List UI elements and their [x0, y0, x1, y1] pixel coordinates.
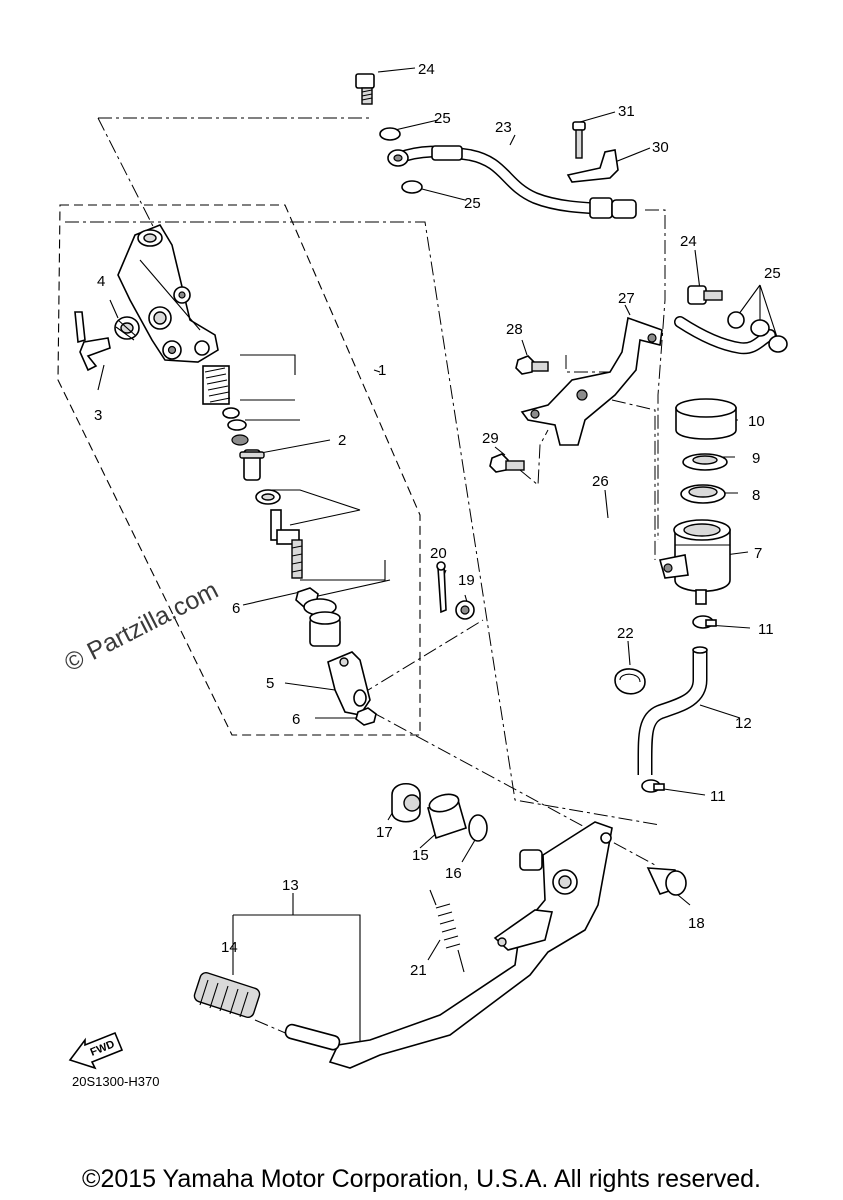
- union-bolt-24a[interactable]: [355, 73, 375, 105]
- callout-1: 1: [378, 362, 386, 379]
- return-spring-21[interactable]: [429, 889, 465, 973]
- copper-washer-25c[interactable]: [727, 311, 745, 329]
- hose-clip-11a[interactable]: [692, 615, 717, 629]
- callout-31: 31: [618, 103, 635, 120]
- callout-6b: 6: [292, 711, 300, 728]
- piston-kit[interactable]: [202, 365, 303, 579]
- reservoir-diaphragm[interactable]: [680, 484, 726, 504]
- callout-5: 5: [266, 675, 274, 692]
- assembly-1-dashed-outline: [57, 204, 421, 736]
- reservoir-bracket[interactable]: [520, 316, 663, 446]
- plain-washer-19[interactable]: [455, 600, 475, 620]
- brake-hose-lower[interactable]: [674, 316, 776, 355]
- cotter-pin[interactable]: [436, 561, 447, 614]
- callout-15: 15: [412, 847, 429, 864]
- callout-6a: 6: [232, 600, 240, 617]
- hose-clip-11b[interactable]: [641, 779, 665, 793]
- callout-19: 19: [458, 572, 475, 589]
- callout-24a: 24: [418, 61, 435, 78]
- callout-27: 27: [618, 290, 635, 307]
- callout-11b: 11: [710, 788, 726, 805]
- callout-4: 4: [97, 273, 105, 290]
- callout-29: 29: [482, 430, 499, 447]
- collar-15[interactable]: [427, 791, 467, 840]
- chain-line-hose-to-reservoir: [645, 209, 666, 540]
- callout-16: 16: [445, 865, 462, 882]
- copper-washer-25b[interactable]: [401, 180, 423, 194]
- callout-20: 20: [430, 545, 447, 562]
- pedal-rubber-14[interactable]: [193, 971, 261, 1019]
- return-spring: [202, 365, 231, 405]
- o-ring-16[interactable]: [468, 814, 488, 842]
- callout-25b: 25: [464, 195, 481, 212]
- callout-14: 14: [221, 939, 238, 956]
- copper-washer-25a[interactable]: [379, 127, 401, 141]
- callout-17: 17: [376, 824, 393, 841]
- clevis[interactable]: [327, 651, 371, 716]
- callout-22: 22: [617, 625, 634, 642]
- lock-nut-6b[interactable]: [355, 707, 377, 726]
- callout-11a: 11: [758, 621, 774, 638]
- callout-21: 21: [410, 962, 427, 979]
- push-rod: [270, 509, 303, 579]
- reservoir-hose[interactable]: [637, 646, 708, 775]
- drawing-code: 20S1300-H370: [72, 1074, 159, 1089]
- callout-23: 23: [495, 119, 512, 136]
- pin-18[interactable]: [646, 867, 687, 896]
- dust-boot[interactable]: [309, 611, 341, 647]
- callout-30: 30: [652, 139, 669, 156]
- chain-line-master-cylinder-to-bolt: [97, 117, 370, 241]
- bolt-29[interactable]: [489, 453, 525, 473]
- callout-7: 7: [754, 545, 762, 562]
- hose-guide-30[interactable]: [566, 149, 619, 183]
- callout-26: 26: [592, 473, 609, 490]
- callout-labels: 1 2 3 4 5 6 6 7 8 9 10 11 11 12 13 14 15…: [94, 61, 781, 979]
- hose-clamp-22[interactable]: [614, 668, 646, 695]
- chain-line-bolt-29: [519, 429, 549, 487]
- copyright-notice: ©2015 Yamaha Motor Corporation, U.S.A. A…: [82, 1165, 761, 1193]
- chain-line-pedal-pivot: [65, 221, 661, 826]
- callout-24b: 24: [680, 233, 697, 250]
- chain-line-pedal-shaft: [254, 1019, 291, 1036]
- callout-25a: 25: [434, 110, 451, 127]
- union-bolt-24b[interactable]: [687, 285, 723, 305]
- forward-direction-arrow: FWD: [68, 1031, 124, 1070]
- callout-3: 3: [94, 407, 102, 424]
- callout-25c: 25: [764, 265, 781, 282]
- callout-28: 28: [506, 321, 523, 338]
- bleed-screw[interactable]: [74, 311, 111, 372]
- callout-13: 13: [282, 877, 299, 894]
- brake-hose-upper[interactable]: [387, 145, 637, 219]
- reservoir-tank[interactable]: [658, 519, 731, 605]
- copper-washer-25e[interactable]: [768, 335, 788, 353]
- callout-8: 8: [752, 487, 760, 504]
- piston: [239, 449, 265, 481]
- bolt-28[interactable]: [515, 355, 549, 375]
- copper-washer-25d[interactable]: [750, 319, 770, 337]
- leader-lines: [97, 67, 779, 1050]
- master-cylinder-body[interactable]: [117, 224, 219, 363]
- pedal-pivot-bolt-17[interactable]: [391, 782, 421, 823]
- watermark: © Partzilla.com: [60, 576, 223, 677]
- brake-pedal[interactable]: [284, 821, 613, 1069]
- callout-12: 12: [735, 715, 752, 732]
- chain-line-bracket: [565, 355, 656, 560]
- reservoir-cap[interactable]: [675, 398, 737, 440]
- chain-line-pin-20: [359, 619, 484, 696]
- screw-31[interactable]: [572, 121, 586, 159]
- callout-10: 10: [748, 413, 765, 430]
- callout-9: 9: [752, 450, 760, 467]
- callout-18: 18: [688, 915, 705, 932]
- union-bolt-4[interactable]: [114, 316, 140, 341]
- callout-2: 2: [338, 432, 346, 449]
- reservoir-plate[interactable]: [682, 453, 728, 471]
